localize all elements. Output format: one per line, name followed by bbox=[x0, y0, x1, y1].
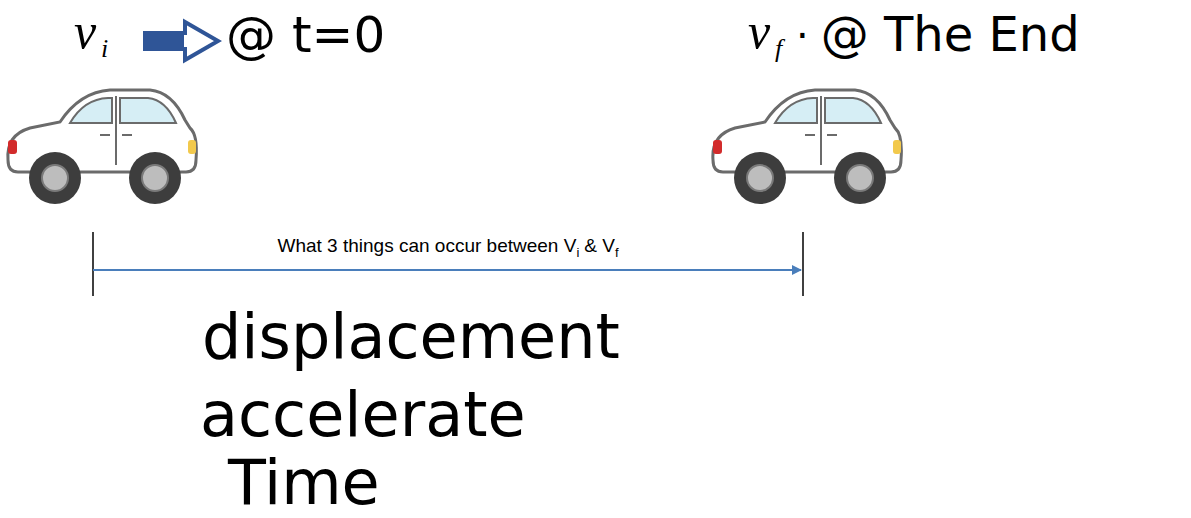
handwritten-note: @ The End bbox=[821, 10, 1080, 58]
car-start bbox=[8, 90, 197, 204]
car-end bbox=[713, 90, 902, 204]
handwritten-note: @ t=0 bbox=[226, 10, 385, 60]
handwritten-note: · bbox=[796, 16, 809, 56]
direction-arrow bbox=[145, 22, 218, 60]
subscript: f bbox=[775, 36, 782, 62]
tick-end bbox=[802, 232, 804, 296]
subscript: f bbox=[615, 246, 619, 259]
question-text: & V bbox=[584, 236, 615, 255]
question-text: What 3 things can occur between V bbox=[277, 236, 576, 255]
subscript: i bbox=[576, 246, 579, 259]
tick-start bbox=[92, 232, 94, 296]
velocity-symbol: v bbox=[74, 6, 96, 56]
interval-arrow bbox=[93, 269, 801, 271]
handwritten-answer: accelerate bbox=[200, 384, 526, 446]
velocity-symbol: v bbox=[748, 6, 770, 56]
subscript: i bbox=[101, 36, 108, 62]
handwritten-answer: Time bbox=[228, 452, 380, 514]
handwritten-answer: displacement bbox=[202, 306, 620, 368]
